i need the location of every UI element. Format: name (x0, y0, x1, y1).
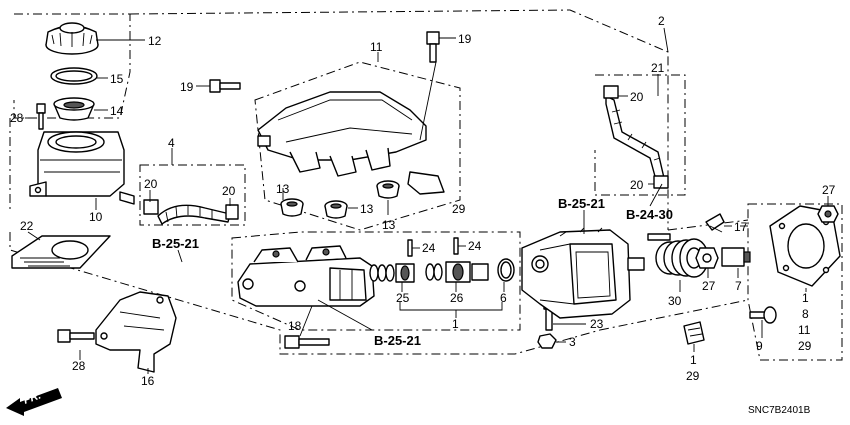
pin-24-a (407, 239, 413, 257)
callout-12: 12 (148, 34, 162, 48)
callout-21: 21 (651, 61, 665, 75)
nut-27-mid (695, 247, 719, 269)
callout-28-upper: 28 (10, 111, 24, 125)
callout-13-c: 13 (382, 218, 396, 232)
callout-27-mid: 27 (702, 279, 716, 293)
diagram-code: SNC7B2401B (748, 405, 811, 416)
bolt-19-right (426, 31, 440, 63)
o-ring-6 (497, 258, 515, 282)
reservoir-cap (45, 22, 99, 55)
callout-3: 3 (569, 335, 576, 349)
clevis-pin (647, 233, 671, 241)
callout-15: 15 (110, 72, 124, 86)
callout-1-a: 1 (452, 317, 459, 331)
grommet-13-b (324, 200, 348, 219)
leader-lines (25, 27, 829, 374)
nut-3 (537, 333, 557, 349)
switch-7 (721, 247, 751, 267)
callout-11-b: 11 (798, 323, 811, 337)
vacuum-hose (603, 85, 669, 189)
seal-ring (50, 67, 98, 85)
callout-20-c: 20 (630, 90, 644, 104)
bolt-28-lower (57, 329, 95, 343)
callout-30: 30 (668, 294, 682, 308)
callout-20-b: 20 (222, 184, 236, 198)
callout-29-a: 29 (452, 202, 466, 216)
callout-22: 22 (20, 219, 34, 233)
callout-14: 14 (110, 104, 124, 118)
brake-booster (521, 227, 645, 319)
bolt-18 (284, 335, 330, 349)
booster-boot (655, 238, 709, 278)
bolt-19-left (209, 79, 241, 93)
ref-b-25-21-left: B-25-21 (152, 236, 199, 251)
ref-b-24-30: B-24-30 (626, 207, 673, 222)
callout-6: 6 (500, 291, 507, 305)
callout-2: 2 (658, 14, 665, 28)
reference-labels: B-25-21 B-25-21 B-25-21 B-24-30 (152, 196, 673, 348)
callout-20-a: 20 (144, 177, 158, 191)
master-cylinder (237, 245, 375, 307)
callout-20-d: 20 (630, 178, 644, 192)
ref-b-25-21-bottom: B-25-21 (374, 333, 421, 348)
callout-4: 4 (168, 136, 175, 150)
strainer (53, 97, 95, 121)
callout-25: 25 (396, 291, 410, 305)
callout-11: 11 (370, 40, 383, 54)
callout-29-c: 29 (686, 369, 700, 383)
clip-17 (705, 213, 725, 233)
callout-1-b: 1 (802, 291, 809, 305)
callout-19-left: 19 (180, 80, 194, 94)
direction-label: FR. (22, 389, 43, 406)
pin-9 (749, 306, 777, 324)
piston-kit-26 (425, 261, 489, 283)
callout-8: 8 (802, 307, 809, 321)
pin-24-b (453, 237, 459, 255)
mounting-bracket (95, 291, 177, 373)
callout-13-b: 13 (360, 202, 374, 216)
reservoir-hose (143, 199, 239, 225)
callout-17: 17 (734, 220, 748, 234)
callout-19-right: 19 (458, 32, 472, 46)
nut-27-right (817, 205, 839, 223)
brake-fluid-reservoir (29, 131, 135, 205)
master-cylinder-cover (257, 91, 445, 195)
callout-1-c: 1 (690, 353, 697, 367)
callout-24-b: 24 (468, 239, 482, 253)
booster-gasket (769, 205, 841, 287)
callout-29-b: 29 (798, 339, 812, 353)
callout-labels: 12 15 14 28 10 4 20 20 22 11 19 19 13 13… (10, 14, 836, 388)
group-outlines (9, 9, 843, 361)
callout-28-lower: 28 (72, 359, 86, 373)
callout-9: 9 (756, 339, 763, 353)
callout-16: 16 (141, 374, 155, 388)
callout-13-a: 13 (276, 182, 290, 196)
callout-10: 10 (89, 210, 103, 224)
callout-7: 7 (735, 279, 742, 293)
ref-b-25-21-top: B-25-21 (558, 196, 605, 211)
piston-kit-25 (369, 263, 415, 283)
grommet-13-c (376, 180, 400, 199)
callout-18: 18 (288, 319, 302, 333)
bolt-28-upper (36, 103, 46, 130)
callout-26: 26 (450, 291, 464, 305)
grommet-13-a (280, 198, 304, 217)
reservoir-mat (11, 235, 111, 269)
callout-27-right: 27 (822, 183, 836, 197)
front-direction-arrow: FR. (6, 388, 62, 416)
callout-23: 23 (590, 317, 604, 331)
small-seal (683, 321, 705, 345)
callout-24-a: 24 (422, 241, 436, 255)
